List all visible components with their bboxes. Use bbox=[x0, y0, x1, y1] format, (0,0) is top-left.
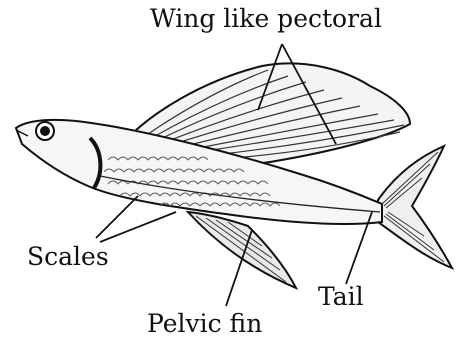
scales-leader-lower bbox=[100, 212, 176, 242]
tail-label: Tail bbox=[318, 284, 364, 309]
scales-leader-upper bbox=[96, 196, 138, 238]
scales-label: Scales bbox=[27, 244, 109, 269]
tail-fin bbox=[378, 146, 452, 268]
pelvic-fin bbox=[188, 212, 296, 288]
wing-like-pectoral-label: Wing like pectoral bbox=[150, 6, 382, 31]
pelvic-fin-label: Pelvic fin bbox=[147, 311, 262, 336]
